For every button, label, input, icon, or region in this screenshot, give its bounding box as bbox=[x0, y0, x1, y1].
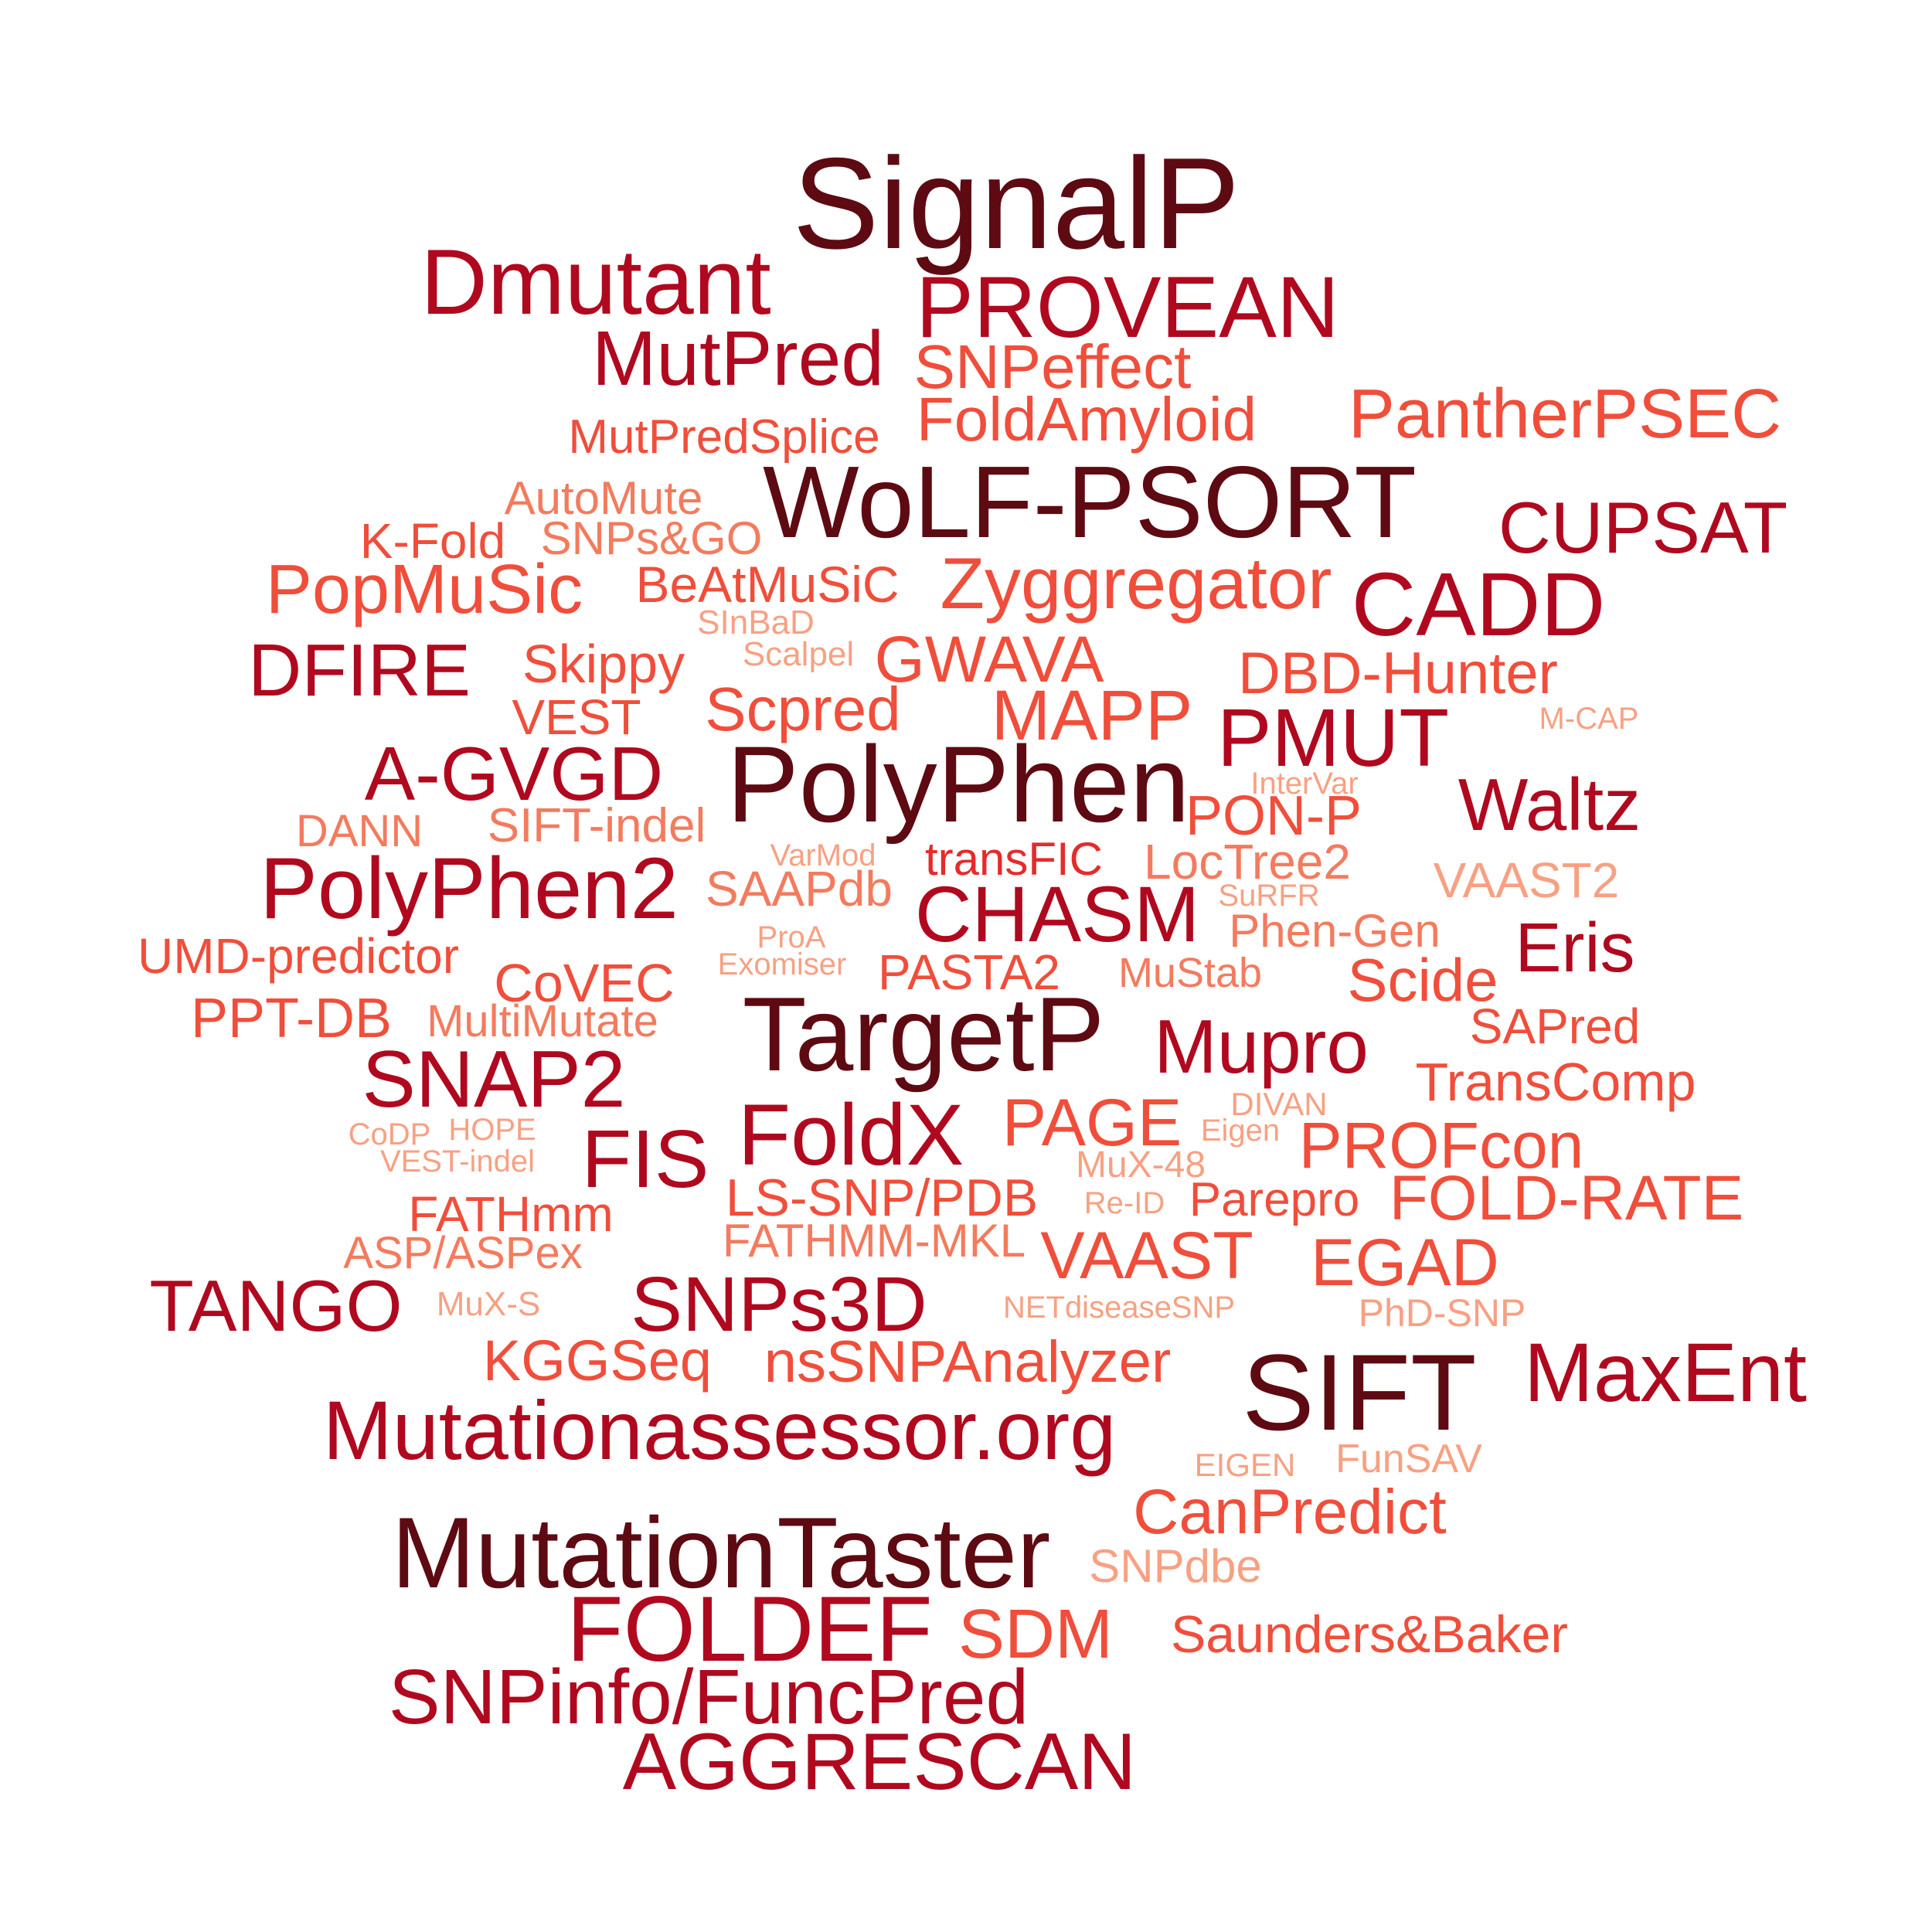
word-mutationtaster: MutationTaster bbox=[391, 1496, 1051, 1609]
word-zyggregator: Zyggregator bbox=[940, 543, 1332, 624]
word-dfire: DFIRE bbox=[248, 629, 471, 712]
word-mapp: MAPP bbox=[991, 676, 1193, 755]
word-funsav: FunSAV bbox=[1335, 1437, 1482, 1481]
word-tango: TANGO bbox=[149, 1265, 403, 1346]
word-skippy: Skippy bbox=[522, 634, 685, 694]
word-pmut: PMUT bbox=[1216, 692, 1450, 784]
word-covec: CoVEC bbox=[494, 953, 675, 1013]
word-m-cap: M-CAP bbox=[1539, 702, 1639, 736]
word-a-gvgd: A-GVGD bbox=[364, 731, 664, 816]
word-gwava: GWAVA bbox=[874, 623, 1104, 696]
word-sift: SIFT bbox=[1242, 1332, 1477, 1453]
word-eigen: Eigen bbox=[1200, 1114, 1281, 1148]
word-snps3d: SNPs3D bbox=[631, 1261, 927, 1348]
word-exomiser: Exomiser bbox=[717, 947, 847, 981]
word-polyphen: PolyPhen bbox=[726, 723, 1190, 845]
word-mux-48: MuX-48 bbox=[1075, 1145, 1206, 1185]
word-mutpred: MutPred bbox=[592, 315, 884, 402]
word-codp: CoDP bbox=[348, 1117, 431, 1151]
word-targetp: TargetP bbox=[742, 975, 1105, 1093]
word-vest-indel: VEST-indel bbox=[379, 1145, 536, 1179]
word-cupsat: CUPSAT bbox=[1498, 487, 1788, 568]
word-re-id: Re-ID bbox=[1083, 1186, 1165, 1220]
word-nssnpanalyzer: nsSNPAnalyzer bbox=[764, 1329, 1172, 1395]
word-canpredict: CanPredict bbox=[1133, 1477, 1447, 1547]
word-dann: DANN bbox=[295, 806, 423, 856]
word-ppt-db: PPT-DB bbox=[190, 988, 393, 1049]
word-provean: PROVEAN bbox=[916, 259, 1339, 355]
word-scpred: Scpred bbox=[705, 675, 901, 743]
word-popmusic: PopMuSic bbox=[265, 551, 583, 628]
word-surfr: SuRFR bbox=[1218, 879, 1320, 913]
word-fold-rate: FOLD-RATE bbox=[1389, 1163, 1744, 1233]
word-page: PAGE bbox=[1002, 1086, 1182, 1160]
word-sdm: SDM bbox=[958, 1596, 1113, 1673]
word-beatmusic: BeAtMuSiC bbox=[635, 556, 900, 613]
word-foldamyloid: FoldAmyloid bbox=[916, 385, 1257, 454]
word-mustab: MuStab bbox=[1117, 950, 1263, 996]
word-pantherpsec: PantherPSEC bbox=[1348, 376, 1782, 453]
word-profcon: PROFcon bbox=[1298, 1109, 1584, 1182]
word-fathmm-mkl: FATHMM-MKL bbox=[722, 1215, 1026, 1267]
word-chasm: CHASM bbox=[914, 870, 1200, 958]
word-intervar: InterVar bbox=[1250, 767, 1359, 801]
word-kggseq: KGGSeq bbox=[482, 1328, 713, 1393]
word-transfic: transFIC bbox=[924, 833, 1104, 885]
word-snap2: SNAP2 bbox=[362, 1035, 626, 1124]
word-scide: Scide bbox=[1347, 946, 1498, 1014]
word-egad: EGAD bbox=[1311, 1226, 1499, 1300]
word-foldx: FoldX bbox=[737, 1087, 964, 1183]
word-vaast2: VAAST2 bbox=[1433, 852, 1620, 908]
word-scalpel: Scalpel bbox=[742, 635, 855, 673]
word-cadd: CADD bbox=[1351, 554, 1606, 655]
word-ls-snp-pdb: LS-SNP/PDB bbox=[725, 1168, 1039, 1227]
word-eris: Eris bbox=[1515, 910, 1635, 987]
word-k-fold: K-Fold bbox=[359, 513, 506, 569]
word-snpinfo-funcpred: SNPinfo/FuncPred bbox=[388, 1654, 1029, 1740]
word-varmod: VarMod bbox=[770, 838, 876, 872]
word-snps-go: SNPs&GO bbox=[540, 512, 763, 564]
word-mux-s: MuX-S bbox=[436, 1285, 541, 1323]
word-snpdbe: SNPdbe bbox=[1089, 1540, 1262, 1592]
word-mupro: Mupro bbox=[1154, 1004, 1369, 1089]
word-pon-p: PON-P bbox=[1185, 785, 1362, 847]
word-mutpredsplice: MutPredSplice bbox=[568, 410, 880, 464]
word-multimutate: MultiMutate bbox=[427, 996, 658, 1046]
word-saapdb: SAAPdb bbox=[706, 861, 893, 917]
word-vaast: VAAST bbox=[1040, 1219, 1253, 1293]
word-waltz: Waltz bbox=[1458, 764, 1641, 846]
word-mutationassessor-org: Mutationassessor.org bbox=[322, 1383, 1117, 1477]
word-wolf-psort: WoLF-PSORT bbox=[763, 445, 1417, 559]
word-transcomp: TransComp bbox=[1415, 1052, 1696, 1112]
word-automute: AutoMute bbox=[504, 472, 703, 524]
word-phen-gen: Phen-Gen bbox=[1229, 905, 1440, 957]
word-vest: VEST bbox=[512, 689, 641, 745]
word-dmutant: Dmutant bbox=[420, 230, 771, 334]
word-snpeffect: SNPeffect bbox=[913, 332, 1192, 401]
word-asp-aspex: ASP/ASPex bbox=[343, 1228, 583, 1278]
word-polyphen2: PolyPhen2 bbox=[260, 840, 679, 937]
word-maxent: MaxEnt bbox=[1523, 1325, 1808, 1419]
word-saunders-baker: Saunders&Baker bbox=[1170, 1605, 1569, 1664]
word-fathmm: FATHmm bbox=[408, 1186, 614, 1242]
word-sinbad: SInBaD bbox=[697, 604, 815, 641]
word-eigen: EIGEN bbox=[1194, 1447, 1296, 1483]
word-foldef: FOLDEF bbox=[566, 1577, 933, 1681]
word-sapred: SAPred bbox=[1469, 998, 1641, 1054]
word-aggrescan: AGGRESCAN bbox=[622, 1717, 1137, 1807]
word-dbd-hunter: DBD-Hunter bbox=[1238, 641, 1558, 706]
word-phd-snp: PhD-SNP bbox=[1358, 1291, 1526, 1335]
word-parepro: Parepro bbox=[1189, 1173, 1360, 1226]
word-umd-predictor: UMD-predictor bbox=[137, 928, 460, 984]
word-hope: HOPE bbox=[448, 1113, 536, 1147]
word-proa: ProA bbox=[757, 920, 826, 954]
word-fis: FIS bbox=[581, 1114, 709, 1205]
word-divan: DIVAN bbox=[1230, 1086, 1328, 1122]
word-sift-indel: SIFT-indel bbox=[487, 799, 706, 852]
word-netdiseasesnp: NETdiseaseSNP bbox=[1002, 1291, 1236, 1325]
word-signalp: SignalP bbox=[792, 131, 1240, 276]
word-pasta2: PASTA2 bbox=[878, 944, 1060, 1000]
word-loctree2: LocTree2 bbox=[1144, 834, 1351, 889]
